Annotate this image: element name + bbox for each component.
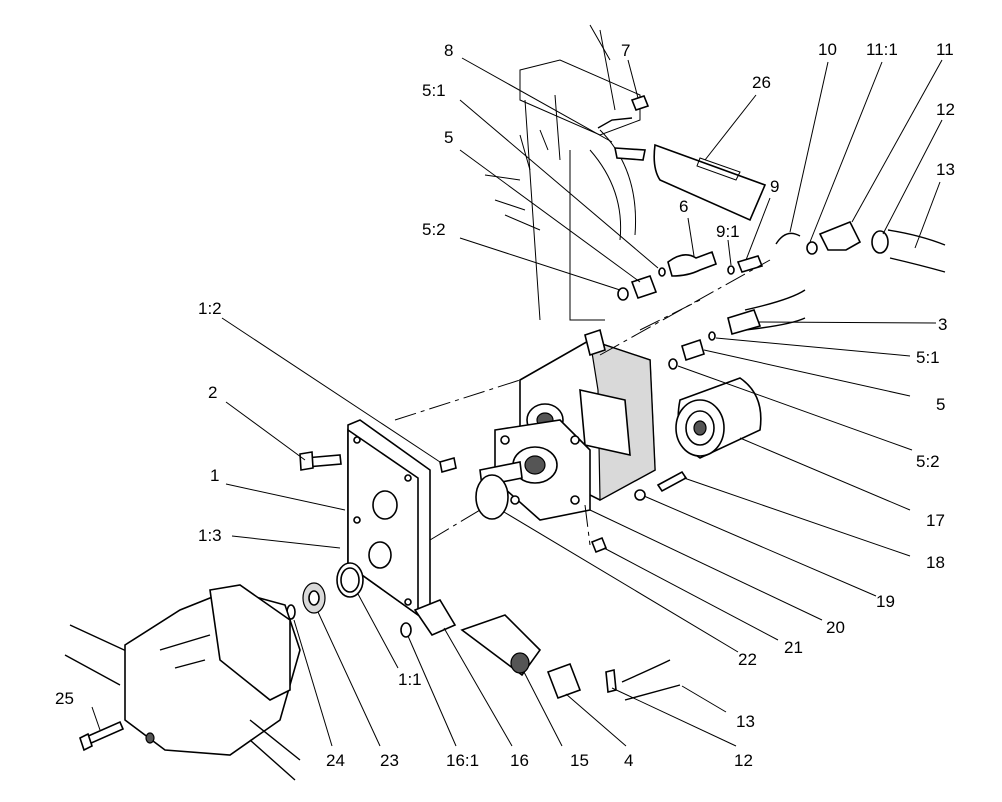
callout-3: 3 (938, 315, 947, 334)
callout-17: 17 (926, 511, 945, 530)
fittings-right-row (668, 289, 806, 370)
callout-5-top: 5 (444, 128, 453, 147)
part-21-nut (590, 536, 608, 554)
callout-7: 7 (621, 41, 630, 60)
callout-11-1: 11:1 (866, 40, 898, 59)
callout-10: 10 (818, 40, 837, 59)
part-2-bolt (299, 451, 342, 471)
callout-6: 6 (679, 197, 688, 216)
callout-13-top: 13 (936, 160, 955, 179)
callout-5-1-right: 5:1 (916, 348, 940, 367)
callout-11: 11 (936, 40, 954, 59)
callout-12-bottom: 12 (734, 751, 753, 770)
alignment-lines (394, 259, 771, 546)
part-25-bolt (79, 720, 125, 752)
callout-1-2: 1:2 (198, 299, 222, 318)
axle-housing (64, 584, 301, 781)
callout-21: 21 (784, 638, 803, 657)
callout-4: 4 (624, 751, 633, 770)
callout-26: 26 (752, 73, 771, 92)
callout-8: 8 (444, 41, 453, 60)
part-26-decal (653, 143, 767, 222)
fittings-top-row (617, 220, 946, 301)
callout-1-1: 1:1 (398, 670, 422, 689)
part-7-nut (630, 95, 650, 111)
callout-18: 18 (926, 553, 945, 572)
callout-24: 24 (326, 751, 345, 770)
part-1-2-pin (439, 456, 457, 474)
part-19-washer (634, 489, 646, 501)
callout-5-2-top: 5:2 (422, 220, 446, 239)
part-23-gear (302, 582, 326, 614)
leader-lines (91, 57, 943, 747)
callout-25: 25 (55, 689, 74, 708)
part-22-oring (475, 474, 509, 520)
part-17-filter (675, 377, 762, 459)
callout-22: 22 (738, 650, 757, 669)
callout-1-3: 1:3 (198, 526, 222, 545)
part-8-plate (597, 117, 646, 161)
callout-5-right: 5 (936, 395, 945, 414)
callout-9-1: 9:1 (716, 222, 740, 241)
hydraulic-pump (479, 328, 656, 521)
callout-2: 2 (208, 383, 217, 402)
callout-labels: 8 7 26 10 11:1 11 12 13 5:1 5 9 6 9:1 5:… (55, 40, 955, 770)
callout-20: 20 (826, 618, 845, 637)
callout-15: 15 (570, 751, 589, 770)
callout-5-1-top: 5:1 (422, 81, 446, 100)
part-1-mounting-plate (347, 419, 431, 617)
callout-1: 1 (210, 466, 219, 485)
callout-16: 16 (510, 751, 529, 770)
frame-structure (484, 24, 641, 321)
callout-19: 19 (876, 592, 895, 611)
part-18-bolt (656, 470, 688, 493)
callout-13-bottom: 13 (736, 712, 755, 731)
callout-9: 9 (770, 177, 779, 196)
callout-23: 23 (380, 751, 399, 770)
callout-5-2-right: 5:2 (916, 452, 940, 471)
lower-fittings (400, 599, 681, 701)
callout-12-top: 12 (936, 100, 955, 119)
part-1-1-seal (336, 562, 364, 598)
callout-16-1: 16:1 (446, 751, 479, 770)
